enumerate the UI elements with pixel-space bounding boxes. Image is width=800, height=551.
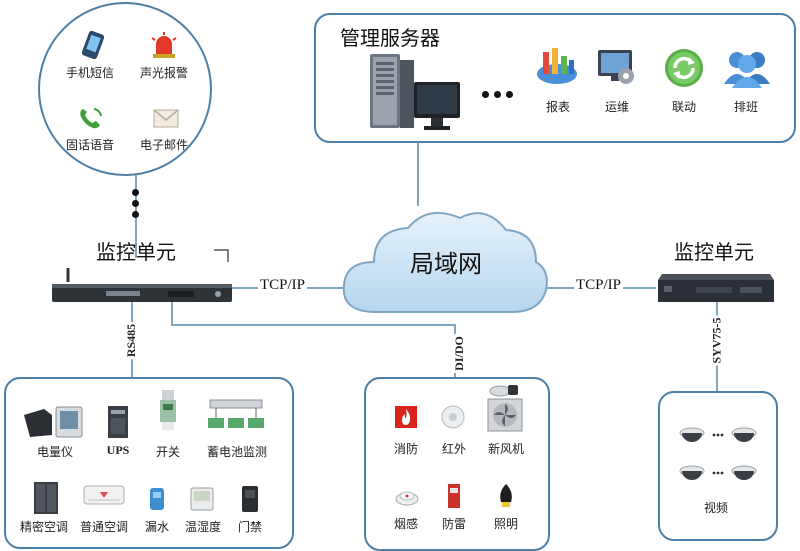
- infrared-sensor-icon: [441, 405, 465, 429]
- lan-cloud: [342, 211, 548, 313]
- maintenance-icon: [598, 50, 634, 84]
- precision-ac-icon: [34, 482, 58, 514]
- device-label-thermo-hygrometer: 温湿度: [184, 520, 221, 534]
- alerts-circle: [38, 2, 212, 176]
- corner-mark: [214, 249, 229, 262]
- left-tcpip-label: TCP/IP: [258, 277, 308, 294]
- fire-icon: [395, 406, 417, 428]
- device-label-water-leak: 漏水: [144, 520, 169, 534]
- device-label-ups: UPS: [106, 443, 130, 457]
- users-schedule-icon: [724, 52, 770, 88]
- access-control-icon: [242, 486, 258, 512]
- lightning-protector-icon: [448, 484, 460, 508]
- left-unit-title: 监控单元: [96, 240, 176, 264]
- mobile-phone-icon: [81, 30, 105, 60]
- device-label-battery-monitor: 蓄电池监测: [206, 445, 267, 459]
- power-meter-icon: [24, 406, 83, 438]
- right-unit-title: 监控单元: [674, 240, 754, 264]
- alert-label-alarm: 声光报警: [139, 66, 188, 80]
- right-monitor-device: [658, 274, 774, 302]
- alert-label-phone: 固话语音: [65, 138, 114, 152]
- device-label-switch: 开关: [155, 445, 180, 459]
- video-label: 视频: [703, 501, 728, 515]
- water-leak-icon: [150, 488, 164, 510]
- function-label-linkage: 联动: [671, 100, 696, 114]
- air-conditioner-icon: [83, 485, 125, 505]
- server-computer-icon: [370, 54, 460, 130]
- rs485-label: RS485: [124, 321, 140, 360]
- lan-label: 局域网: [410, 250, 482, 278]
- device-label-lighting: 照明: [493, 517, 518, 531]
- thermo-hygrometer-icon: [190, 487, 214, 511]
- device-label-lightning: 防雷: [441, 517, 466, 531]
- device-label-smoke: 烟感: [393, 517, 418, 531]
- syv75-label: SYV75-5: [709, 315, 725, 366]
- video-panel: [658, 391, 778, 541]
- device-label-power-meter: 电量仪: [36, 445, 73, 459]
- device-label-fire: 消防: [393, 442, 418, 456]
- switch-icon: [160, 390, 176, 430]
- dome-camera-icon: [679, 427, 757, 480]
- report-chart-icon: [537, 48, 577, 84]
- smoke-detector-icon: [395, 491, 419, 506]
- right-tcpip-label: TCP/IP: [574, 277, 624, 294]
- device-label-precision-ac: 精密空调: [19, 520, 68, 534]
- function-label-schedule: 排班: [733, 100, 758, 114]
- refresh-link-icon: [665, 49, 703, 87]
- device-label-fan: 新风机: [487, 442, 524, 456]
- server-panel-title: 管理服务器: [340, 26, 440, 50]
- device-label-air-conditioner: 普通空调: [79, 520, 128, 534]
- battery-monitor-icon: [208, 399, 264, 428]
- email-icon: [153, 109, 179, 128]
- alert-label-sms: 手机短信: [65, 66, 114, 80]
- alert-label-email: 电子邮件: [139, 138, 188, 152]
- ups-icon: [108, 406, 128, 438]
- telephone-icon: [80, 108, 102, 129]
- dido-label: DI/DO: [451, 334, 467, 373]
- function-label-report: 报表: [545, 100, 570, 114]
- alarm-light-icon: [151, 32, 177, 58]
- function-label-maintenance: 运维: [604, 100, 629, 114]
- fan-icon: [487, 385, 523, 432]
- device-label-access-control: 门禁: [237, 520, 262, 534]
- device-label-infrared: 红外: [441, 442, 466, 456]
- left-monitor-device: [52, 268, 232, 302]
- lighting-icon: [500, 484, 512, 507]
